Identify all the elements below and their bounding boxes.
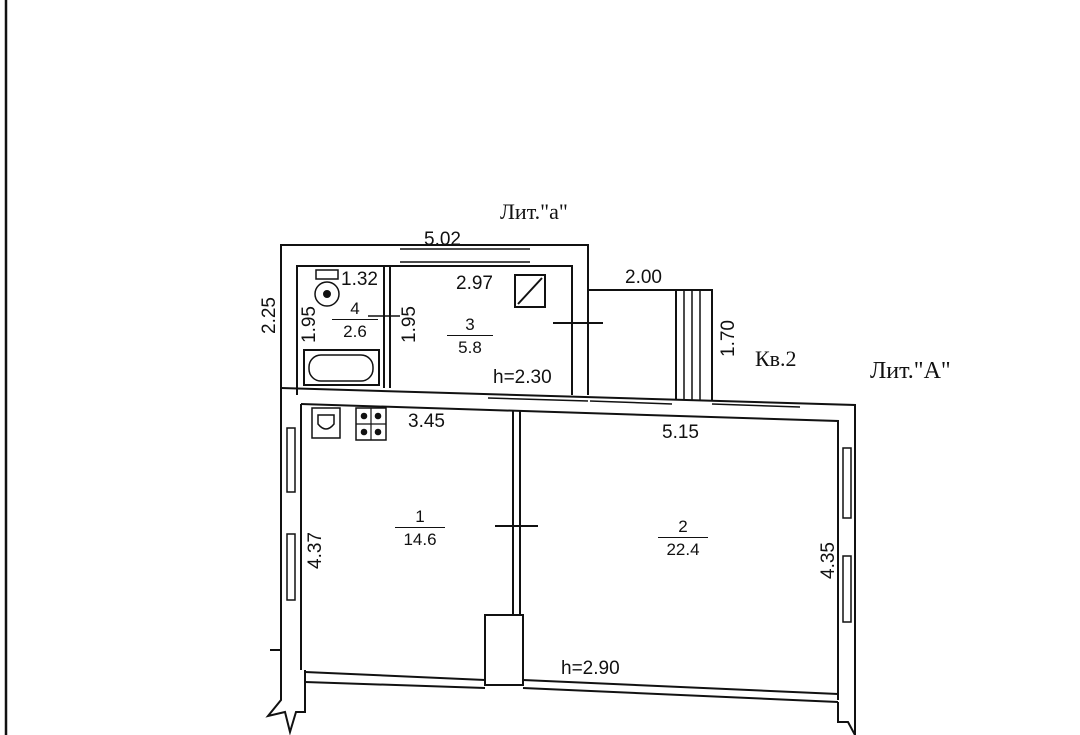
stove-column [484, 614, 524, 686]
porch-wall [588, 289, 713, 400]
left-window-2 [286, 533, 296, 601]
right-window-2 [842, 555, 852, 623]
dim-room2-depth: 4.35 [817, 542, 839, 579]
annex-inner-wall [296, 265, 573, 395]
room-2-area: 22.4 [666, 540, 700, 559]
dim-bath-depth: 1.95 [298, 306, 320, 343]
dim-porch-width: 2.00 [625, 267, 662, 288]
dim-porch-depth: 1.70 [717, 320, 739, 357]
height-main: h=2.90 [561, 658, 620, 679]
main-outer-wall-top [280, 387, 856, 735]
room-1-area: 14.6 [403, 530, 437, 549]
break-symbol [265, 649, 306, 735]
main-inner-wall-top [300, 403, 839, 700]
dim-room3-depth: 1.95 [398, 306, 420, 343]
main-bottom-wall [522, 679, 839, 695]
annex-outer-wall [280, 244, 589, 395]
room-4-label: 4 2.6 [332, 300, 378, 340]
room-1-label: 1 14.6 [395, 508, 445, 548]
room-2-label: 2 22.4 [658, 518, 708, 558]
right-window-1 [842, 447, 852, 519]
dim-room1-depth: 4.37 [304, 532, 326, 569]
room-3-number: 3 [447, 316, 493, 336]
dim-annex-top: 5.02 [424, 229, 461, 250]
dim-annex-side: 2.25 [258, 297, 280, 334]
dim-bath-width: 1.32 [341, 269, 378, 290]
apartment-label: Кв.2 [755, 346, 797, 371]
vent-shaft [514, 274, 546, 308]
height-annex: h=2.30 [493, 367, 552, 388]
room-3-area: 5.8 [458, 338, 482, 357]
room-4-area: 2.6 [343, 322, 367, 341]
room-4-number: 4 [332, 300, 378, 320]
bathtub [303, 349, 380, 386]
sink [311, 407, 341, 439]
dim-room3-width: 2.97 [456, 273, 493, 294]
room-3-label: 3 5.8 [447, 316, 493, 356]
block-label-a: Лит."а" [500, 199, 568, 224]
room-1-number: 1 [395, 508, 445, 528]
left-window-1 [286, 427, 296, 493]
toilet [315, 269, 339, 280]
room-2-number: 2 [658, 518, 708, 538]
block-label-A: Лит."А" [870, 358, 951, 384]
dim-room2-width: 5.15 [662, 422, 699, 443]
dim-room1-width: 3.45 [408, 411, 445, 432]
main-window [487, 397, 589, 402]
